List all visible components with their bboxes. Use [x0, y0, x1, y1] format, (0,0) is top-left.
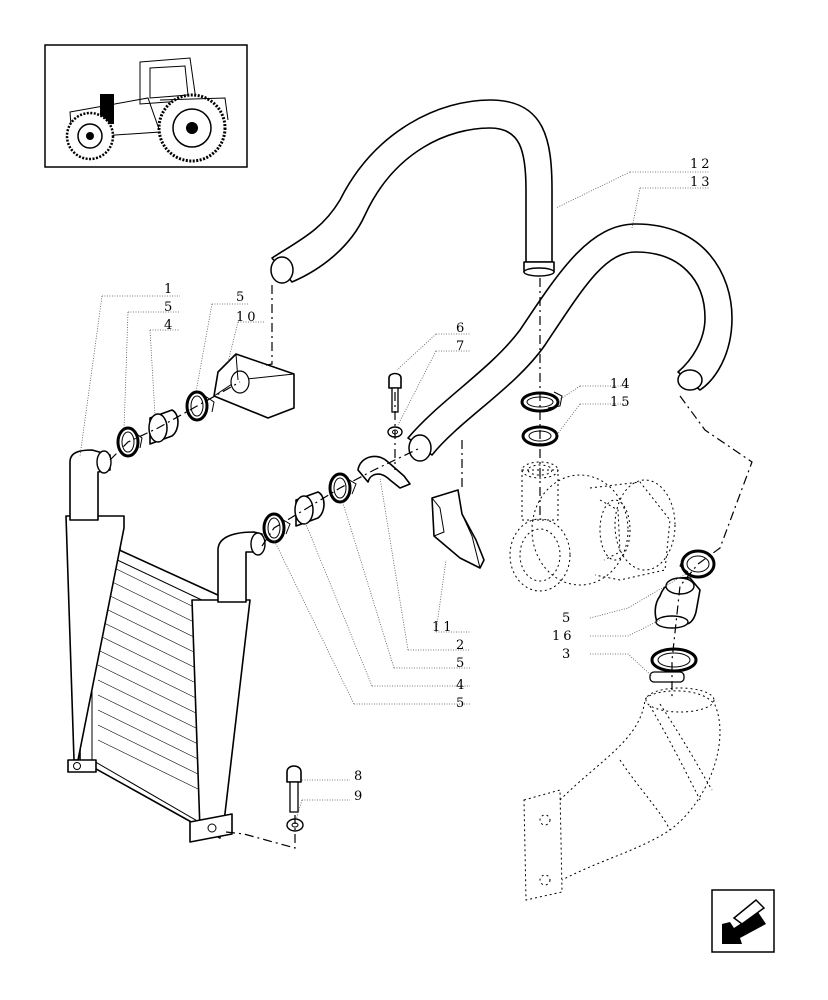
intercooler [65, 449, 266, 843]
callout-3: 3 [562, 647, 573, 662]
callout-5: 5 [456, 696, 467, 711]
callout-11: 11 [432, 620, 455, 635]
back-arrow-icon [722, 898, 766, 944]
callout-4: 4 [164, 318, 175, 333]
back-arrow-button[interactable] [711, 889, 775, 953]
callout-5: 5 [164, 300, 175, 315]
clamp-14 [520, 391, 563, 413]
clip-2 [357, 455, 411, 489]
callout-13: 13 [690, 175, 713, 190]
callout-10: 10 [236, 310, 259, 325]
callout-5: 5 [562, 611, 573, 626]
callout-2: 2 [456, 638, 467, 653]
callout-5: 5 [456, 656, 467, 671]
clamp-5-left [116, 426, 143, 458]
sleeve-4-mid [294, 491, 325, 527]
hose-12 [270, 99, 555, 284]
callout-5: 5 [236, 290, 247, 305]
callout-9: 9 [354, 789, 365, 804]
callout-1: 1 [164, 282, 175, 297]
callout-12: 12 [690, 157, 713, 172]
callout-6: 6 [456, 321, 467, 336]
callout-15: 15 [610, 395, 633, 410]
callouts: 1 5 4 5 10 6 7 12 13 14 15 11 2 5 4 5 8 … [164, 157, 713, 804]
leader-lines [79, 171, 710, 821]
callout-14: 14 [610, 377, 633, 392]
callout-8: 8 [354, 769, 365, 784]
callout-16: 16 [552, 629, 575, 644]
tractor-thumbnail[interactable] [44, 44, 248, 168]
sleeve-4-upper [148, 409, 179, 445]
hose-13 [407, 223, 733, 462]
tractor-icon [65, 57, 229, 163]
assembly-lines [109, 278, 753, 849]
turbocharger [509, 461, 676, 592]
bolt-8 [286, 765, 302, 813]
clamp-3 [649, 647, 698, 683]
clamp-5-upper [185, 390, 215, 422]
callout-4: 4 [456, 678, 467, 693]
clamp-5-mid-b [262, 512, 291, 544]
callout-7: 7 [456, 339, 467, 354]
intake-manifold [523, 687, 721, 901]
bracket-10 [213, 353, 295, 419]
bracket-11 [431, 489, 485, 569]
clamp-5-mid-a [328, 472, 357, 504]
elbow-16 [654, 576, 701, 629]
clamp-5-right [679, 549, 716, 579]
